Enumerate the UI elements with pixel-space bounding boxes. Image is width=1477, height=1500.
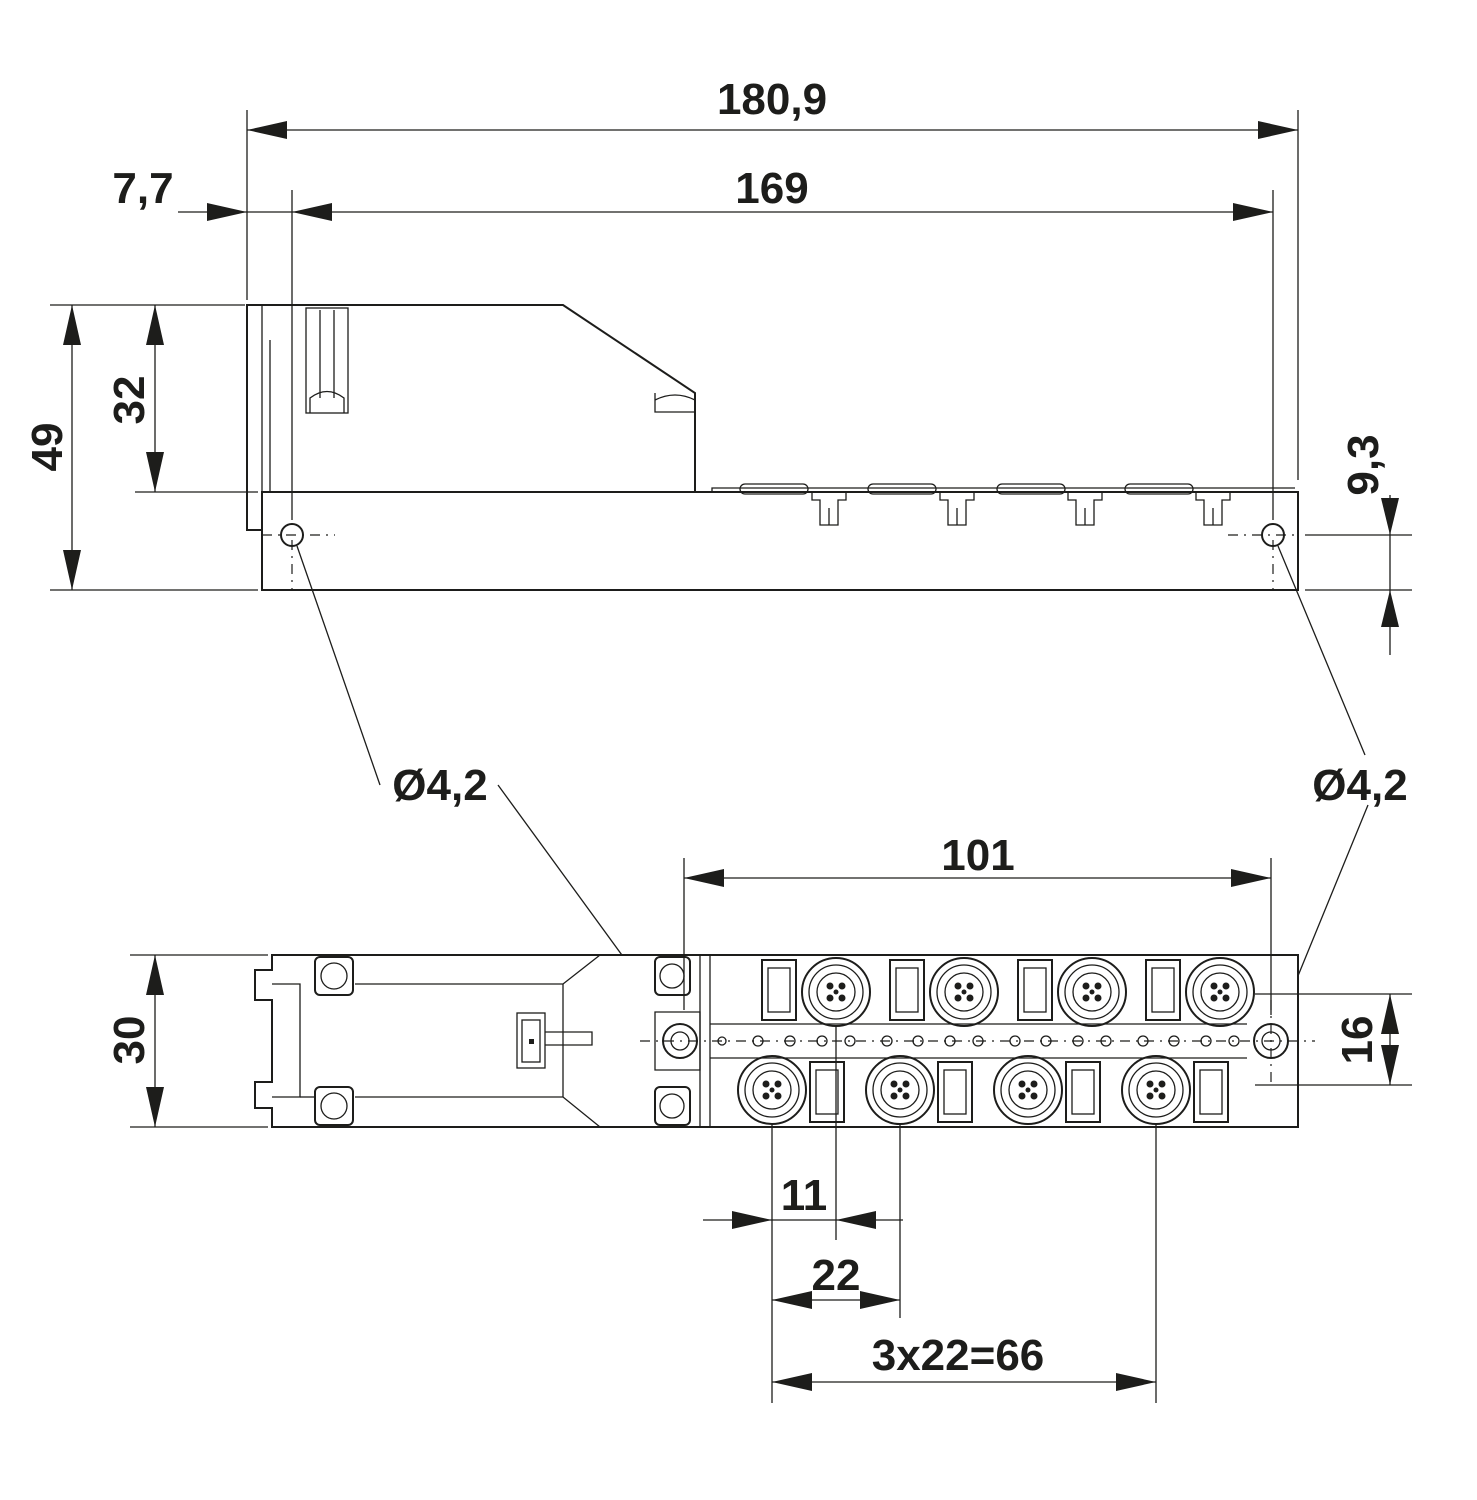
top-row-connectors bbox=[801, 957, 1255, 1027]
label-windows bbox=[761, 959, 1229, 1123]
top-dimensions bbox=[130, 858, 1412, 1403]
label-connector-span: 101 bbox=[941, 831, 1014, 880]
label-hole-diameter-right: Ø4,2 bbox=[1312, 761, 1407, 810]
label-pitch-22: 22 bbox=[812, 1251, 861, 1300]
label-pitch-total: 3x22=66 bbox=[872, 1331, 1045, 1380]
led-row bbox=[717, 1035, 1240, 1047]
side-view bbox=[246, 304, 1299, 591]
dimension-labels: 180,9 169 7,7 49 32 9,3 Ø4,2 Ø4,2 101 30… bbox=[23, 75, 1408, 1380]
label-total-height: 49 bbox=[23, 423, 72, 472]
corner-screws bbox=[314, 956, 691, 1126]
label-row-spacing: 16 bbox=[1333, 1016, 1382, 1065]
label-hole-pitch: 169 bbox=[735, 164, 808, 213]
label-upper-height: 32 bbox=[105, 376, 154, 425]
bottom-row-connectors bbox=[737, 1055, 1191, 1125]
top-view bbox=[254, 954, 1315, 1128]
label-overall-length: 180,9 bbox=[717, 75, 827, 124]
side-connectors bbox=[711, 483, 1295, 526]
label-hole-height: 9,3 bbox=[1339, 434, 1388, 495]
label-left-offset: 7,7 bbox=[112, 164, 173, 213]
label-offset-11: 11 bbox=[781, 1171, 828, 1220]
side-dimensions bbox=[50, 110, 1412, 655]
label-hole-diameter-left: Ø4,2 bbox=[392, 761, 487, 810]
label-base-width: 30 bbox=[105, 1016, 154, 1065]
